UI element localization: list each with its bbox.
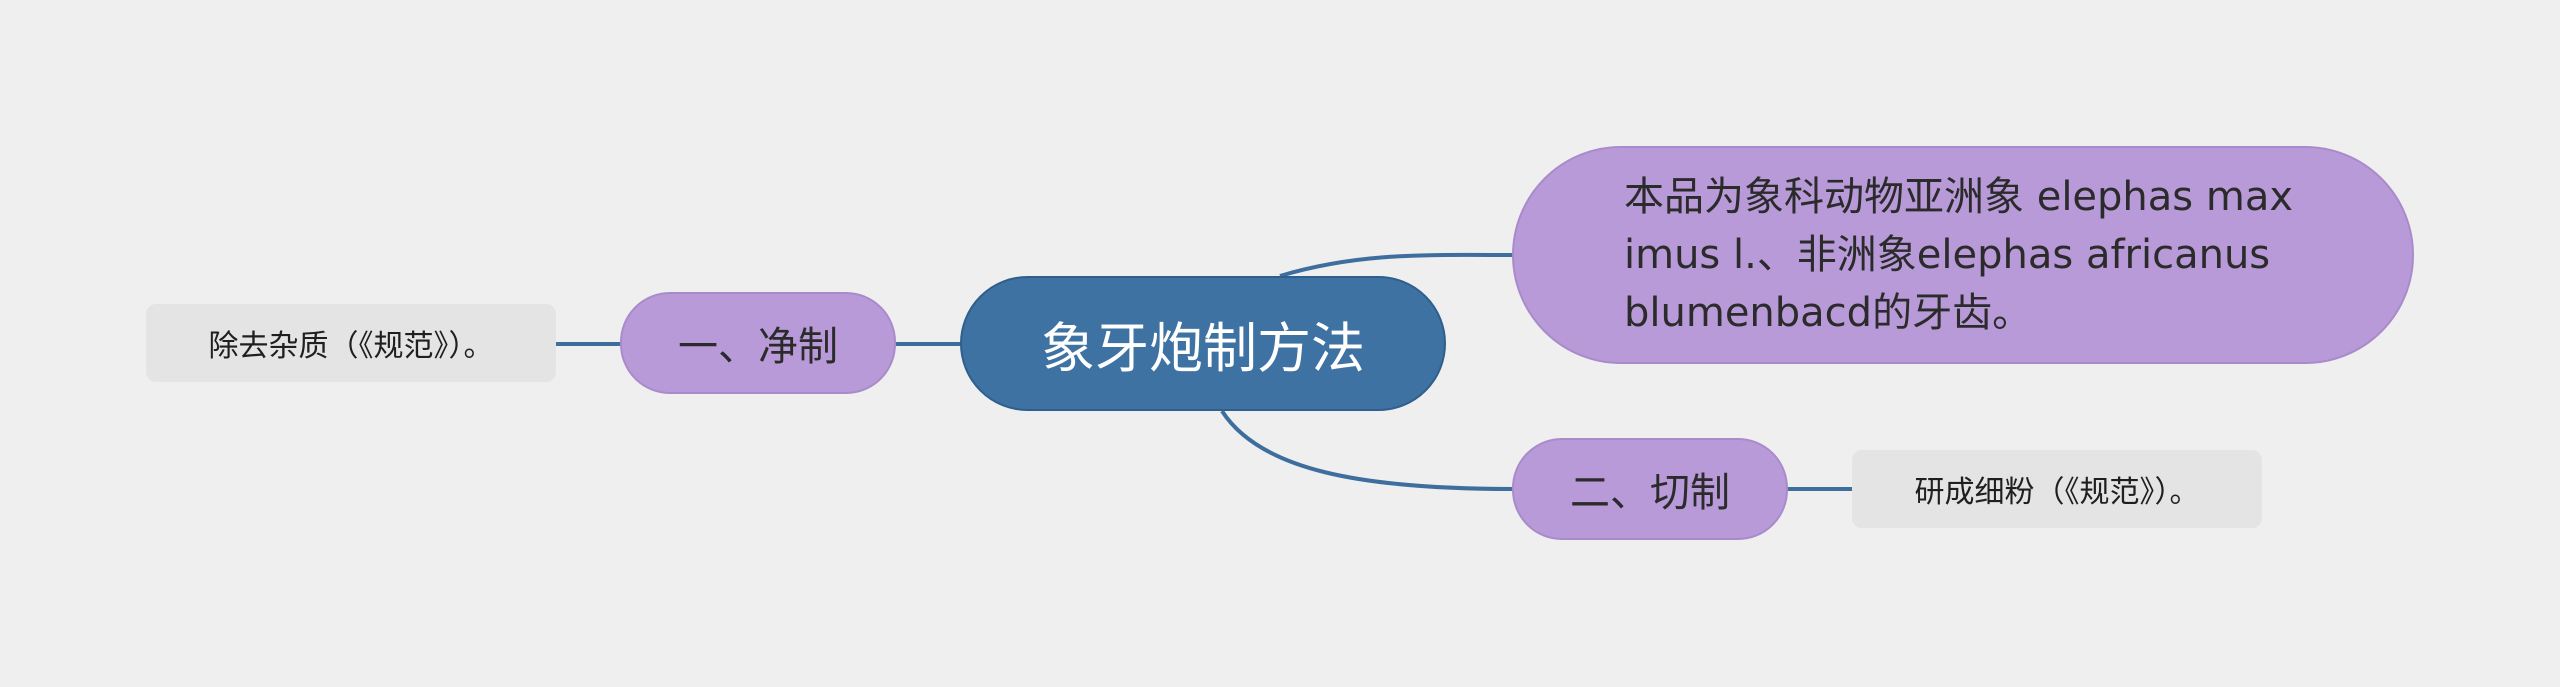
leaf-jingzhi[interactable]: 除去杂质（《规范》）。 bbox=[146, 304, 556, 382]
connector-root-to-desc bbox=[1279, 252, 1515, 278]
branch-description[interactable]: 本品为象科动物亚洲象 elephas maximus l.、非洲象elephas… bbox=[1512, 146, 2414, 364]
branch-qiezhi-label: 二、切制 bbox=[1570, 470, 1730, 516]
branch-jingzhi-label: 一、净制 bbox=[678, 324, 838, 370]
leaf-qiezhi-label: 研成细粉（《规范》）。 bbox=[1914, 475, 2200, 510]
root-topic[interactable]: 象牙炮制方法 bbox=[960, 276, 1446, 411]
branch-jingzhi[interactable]: 一、净制 bbox=[620, 292, 896, 394]
leaf-jingzhi-label: 除去杂质（《规范》）。 bbox=[208, 329, 494, 364]
leaf-qiezhi[interactable]: 研成细粉（《规范》）。 bbox=[1852, 450, 2262, 528]
root-topic-label: 象牙炮制方法 bbox=[1041, 317, 1365, 380]
branch-description-label: 本品为象科动物亚洲象 elephas maximus l.、非洲象elephas… bbox=[1624, 174, 2294, 336]
connector-root-to-qiezhi bbox=[1220, 409, 1515, 491]
branch-qiezhi[interactable]: 二、切制 bbox=[1512, 438, 1788, 540]
